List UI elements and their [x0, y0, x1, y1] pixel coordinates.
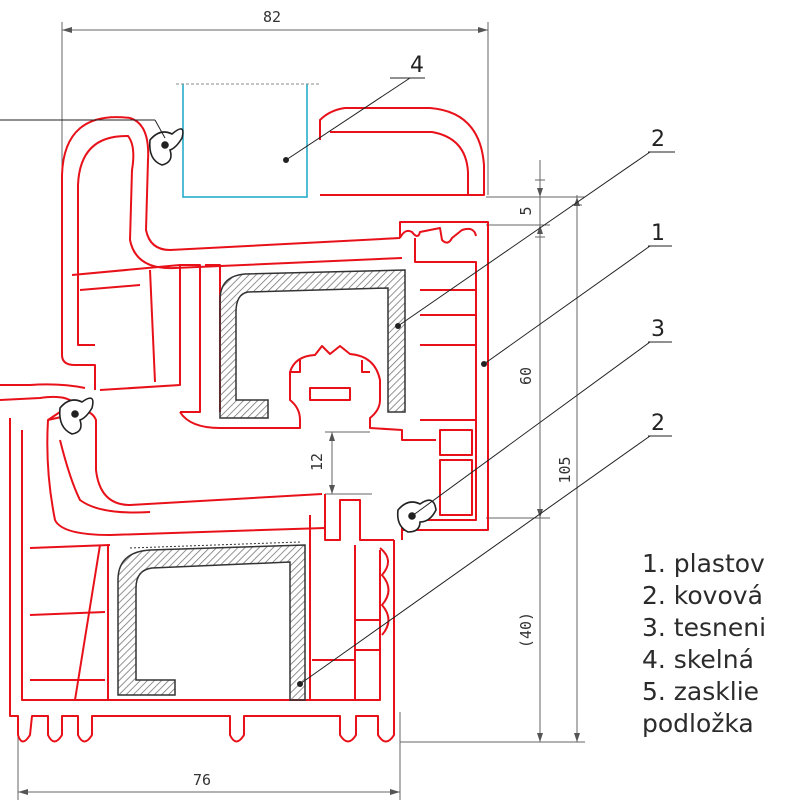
dimension-82-label: 82 [263, 8, 281, 26]
dimension-105-label: 105 [556, 456, 574, 483]
legend-item-5-continued: podložka [642, 709, 754, 738]
callout-dots [283, 157, 487, 687]
dimension-40-label: (40) [517, 612, 535, 648]
dimension-arrows [18, 27, 580, 795]
legend-item-2: 2. kovová [642, 581, 763, 610]
callout-3-label: 3 [651, 317, 665, 342]
pvc-profile [0, 107, 489, 743]
dimension-lines [17, 22, 585, 800]
legend-item-4: 4. skelná [642, 645, 754, 674]
dimension-5-label: 5 [517, 206, 535, 215]
dimension-76-label: 76 [193, 771, 211, 789]
gasket-left [58, 397, 94, 435]
callout-leaders [0, 77, 675, 685]
glass-pane [176, 83, 320, 198]
legend-item-1: 1. plastov [642, 549, 765, 578]
callout-2-bottom-label: 2 [651, 411, 665, 436]
legend-item-5: 5. zasklie [642, 677, 760, 706]
gasket-top [148, 128, 184, 166]
steel-reinforcement-upper [219, 269, 406, 419]
callout-4-label: 4 [410, 53, 424, 78]
dimension-12-label: 12 [308, 453, 326, 471]
callout-2-top-label: 2 [651, 127, 665, 152]
gasket-right [396, 499, 437, 533]
steel-reinforcement-lower [117, 541, 306, 701]
legend-item-3: 3. tesneni [642, 613, 767, 642]
dimension-60-label: 60 [517, 367, 535, 385]
callout-1-label: 1 [651, 221, 665, 246]
legend: 1. plastov 2. kovová 3. tesneni 4. skeln… [642, 548, 800, 740]
